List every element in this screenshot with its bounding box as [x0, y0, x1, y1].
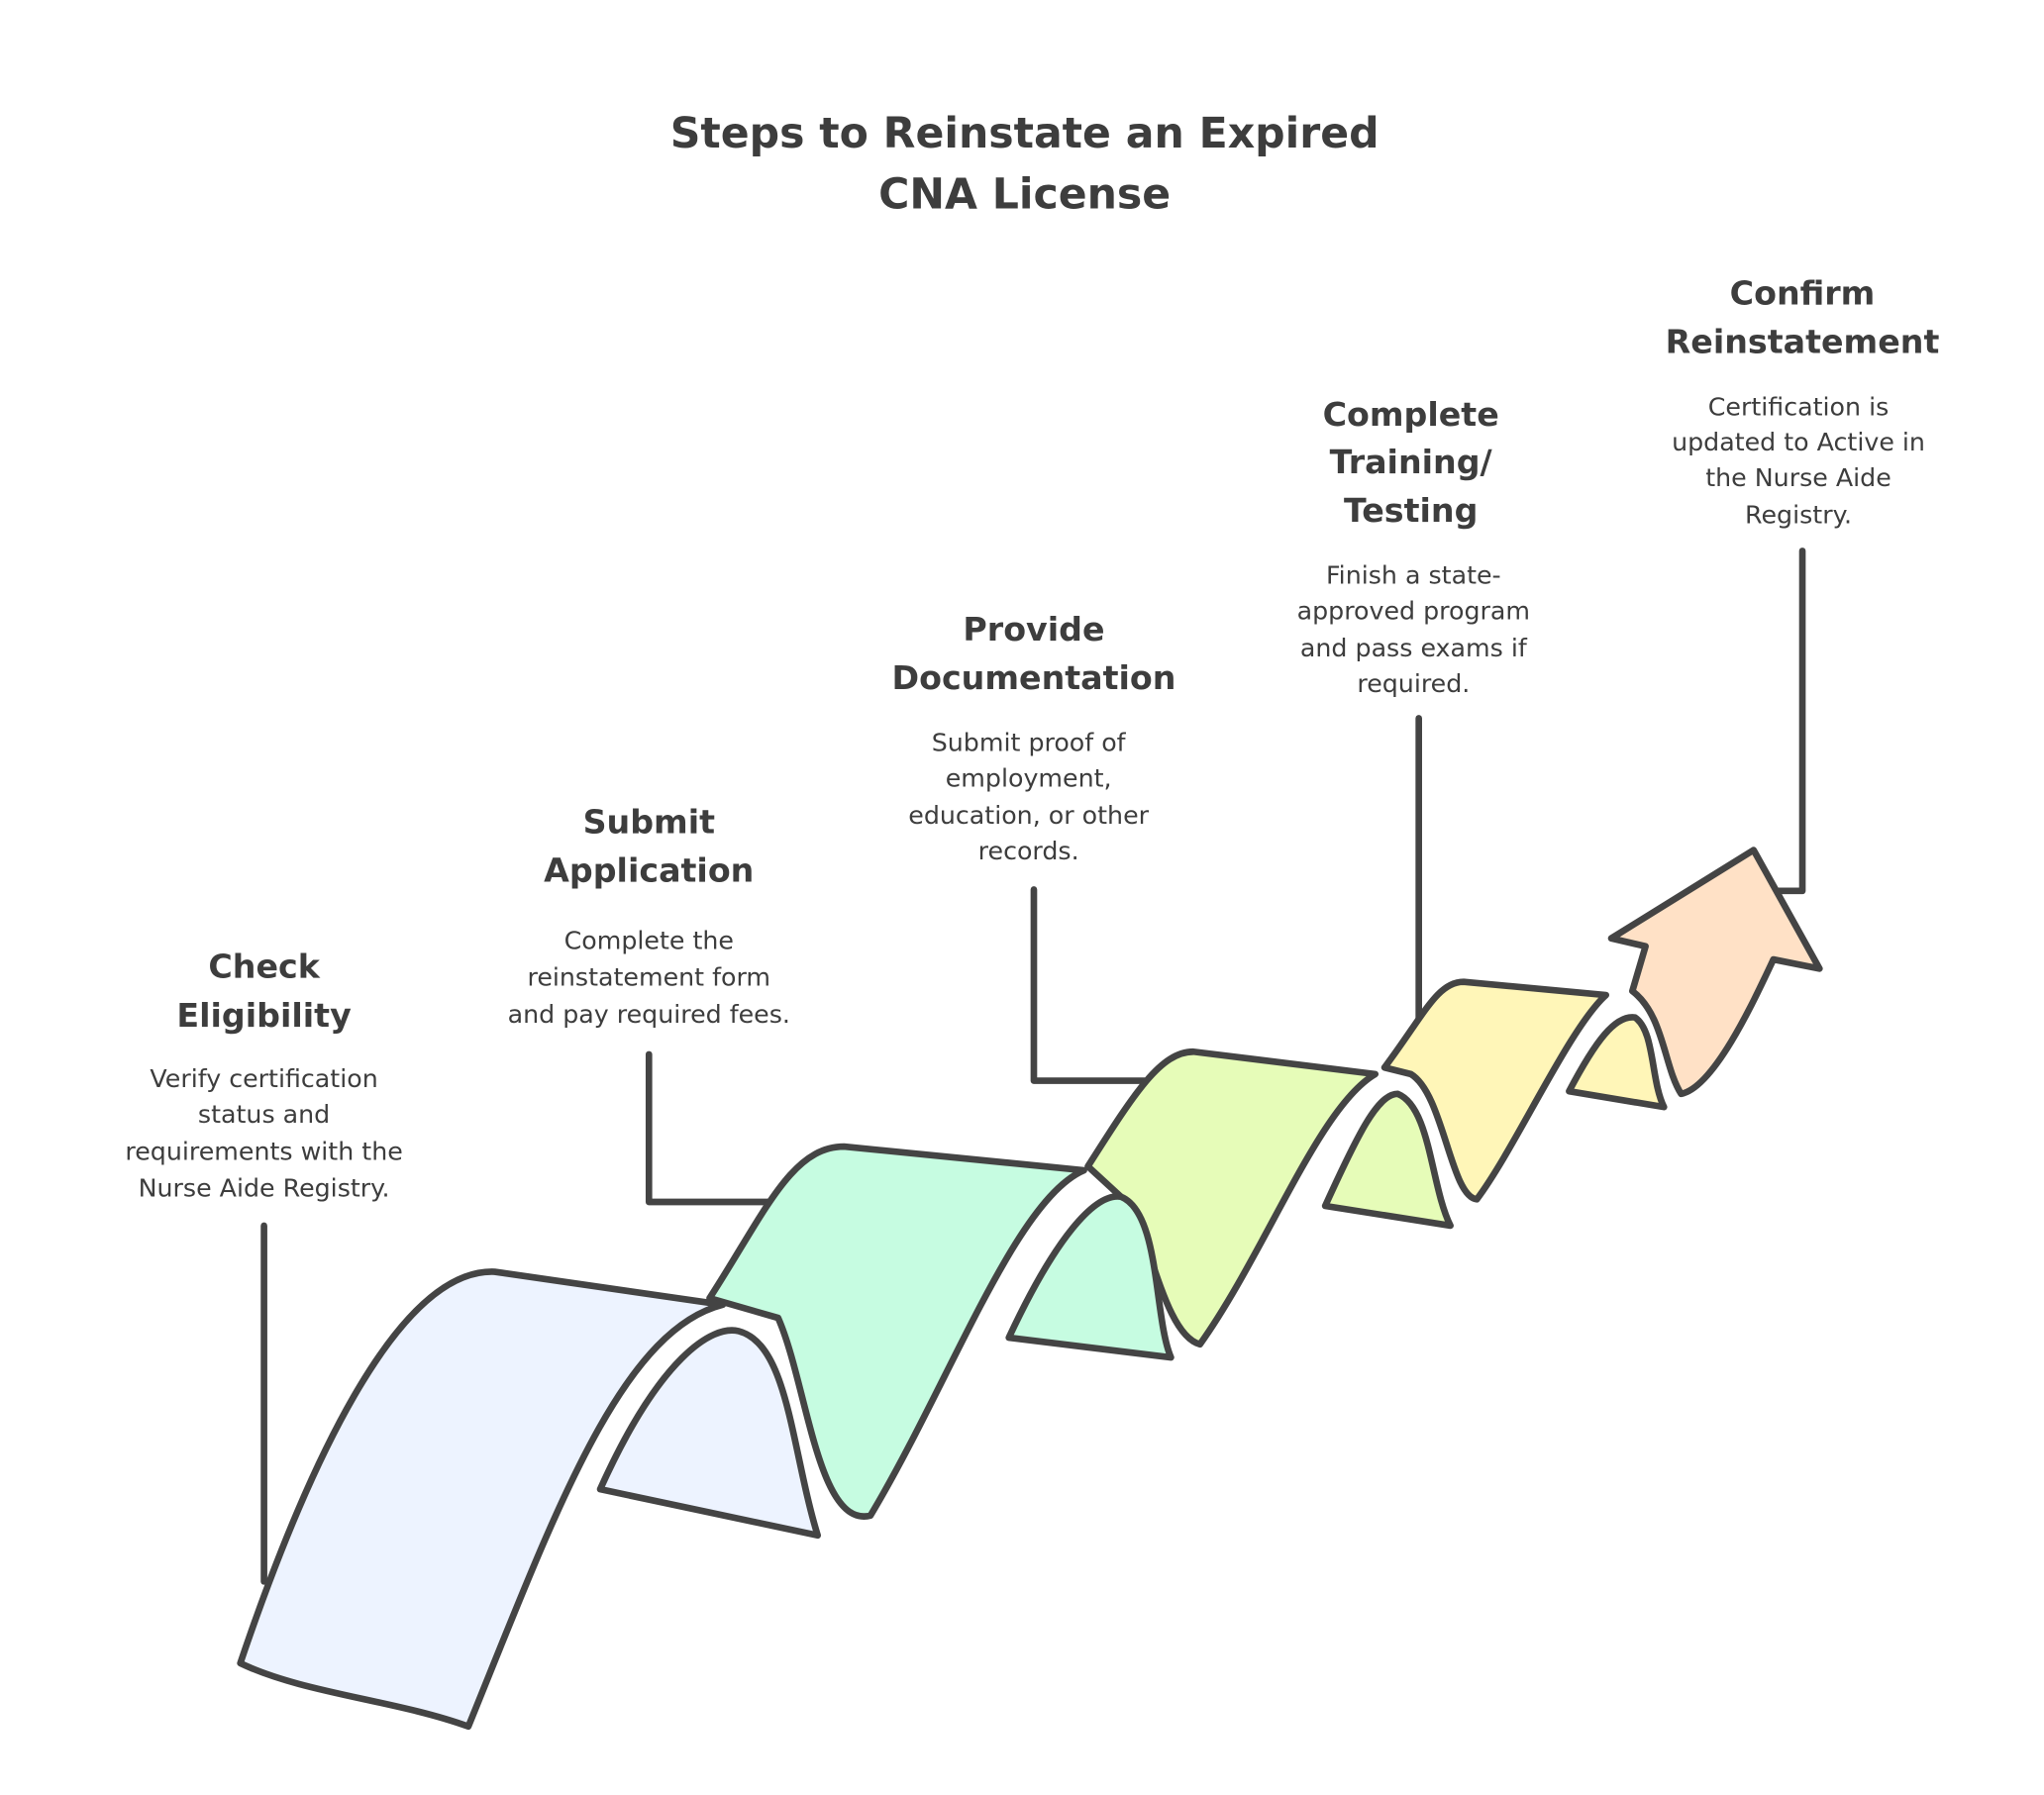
step-heading: Reinstatement [1666, 323, 1940, 361]
step-heading: Eligibility [176, 996, 352, 1035]
step-description: requirements with the [125, 1137, 402, 1165]
connector-step-2 [645, 1050, 775, 1206]
step-heading: Confirm [1730, 273, 1876, 312]
step-confirm-reinstatement: Confirm Reinstatement Certification is u… [1666, 273, 1940, 529]
ribbon-step-5-arrow [1607, 847, 1823, 1098]
step-heading: Training/ [1330, 443, 1493, 481]
step-description: Submit proof of [932, 729, 1127, 757]
step-description: updated to Active in [1672, 428, 1925, 456]
title-line-1: Steps to Reinstate an Expired [670, 109, 1380, 158]
step-heading: Complete [1323, 395, 1499, 434]
title-line-2: CNA License [878, 169, 1171, 219]
step-heading: Documentation [891, 658, 1175, 697]
ribbon-step-1 [237, 1268, 822, 1731]
step-description: required. [1357, 669, 1470, 698]
step-heading: Application [544, 851, 754, 890]
step-check-eligibility: Check Eligibility Verify certification s… [125, 947, 402, 1203]
step-description: status and [198, 1100, 330, 1129]
step-description: Verify certification [150, 1064, 377, 1093]
step-submit-application: Submit Application Complete the reinstat… [508, 802, 790, 1029]
step-description: Certification is [1708, 392, 1890, 421]
step-provide-documentation: Provide Documentation Submit proof of em… [891, 610, 1175, 865]
step-description: Registry. [1745, 500, 1852, 529]
step-heading: Check [208, 947, 320, 986]
step-description: employment, [946, 764, 1112, 793]
ribbon-step-3 [1084, 1047, 1454, 1348]
step-description: the Nurse Aide [1705, 463, 1891, 492]
step-description: and pay required fees. [508, 1000, 790, 1029]
step-description: Finish a state- [1326, 561, 1501, 590]
step-heading: Provide [963, 610, 1104, 648]
step-description: approved program [1297, 597, 1530, 626]
step-heading: Submit [583, 802, 716, 841]
step-description: Nurse Aide Registry. [139, 1174, 390, 1203]
diagram-title: Steps to Reinstate an Expired CNA Licens… [670, 109, 1380, 219]
step-description: and pass exams if [1300, 634, 1528, 662]
step-heading: Testing [1344, 491, 1478, 530]
ribbon-step-2 [706, 1143, 1175, 1520]
step-complete-training-testing: Complete Training/ Testing Finish a stat… [1297, 395, 1530, 698]
step-description: records. [978, 837, 1079, 865]
step-description: education, or other [908, 801, 1149, 830]
step-description: reinstatement form [527, 963, 770, 992]
connector-step-5 [1770, 548, 1806, 895]
ribbon-step-4 [1380, 978, 1668, 1203]
connector-step-3 [1030, 886, 1149, 1084]
step-description: Complete the [564, 926, 734, 954]
